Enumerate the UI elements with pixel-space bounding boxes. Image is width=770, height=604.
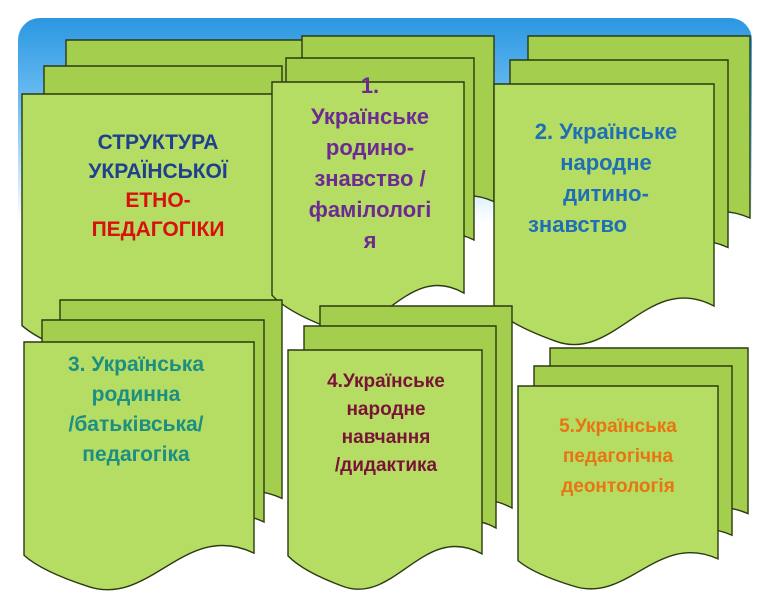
family-studies-line-5: фамілологі bbox=[308, 197, 432, 222]
structure-line-4: ПЕДАГОГІКИ bbox=[91, 218, 225, 241]
structure-line-2: УКРАЇНСЬКОЇ bbox=[88, 160, 228, 183]
structure-line-1: СТРУКТУРА bbox=[97, 131, 219, 154]
family-studies-line-2: Українське bbox=[310, 104, 429, 129]
family-pedagogy-line-2: родинна bbox=[91, 383, 181, 406]
card-deontology-label: 5.Українська педагогічна деонтологія bbox=[520, 412, 716, 502]
family-studies-line-3: родино- bbox=[325, 135, 415, 160]
card-didactics-label: 4.Українське народне навчання /дидактика bbox=[290, 368, 482, 480]
family-pedagogy-line-1: 3. Українська bbox=[68, 353, 204, 376]
card-child-studies-label: 2. Українське народне дитино- знавство bbox=[498, 116, 714, 240]
child-studies-line-3: дитино- bbox=[563, 181, 649, 206]
family-pedagogy-line-4: педагогіка bbox=[82, 443, 190, 466]
family-studies-line-4: знавство / bbox=[314, 166, 426, 191]
child-studies-line-2: народне bbox=[560, 150, 652, 175]
child-studies-line-4: знавство bbox=[528, 212, 628, 237]
didactics-line-4: /дидактика bbox=[334, 455, 438, 476]
didactics-line-3: навчання bbox=[341, 427, 431, 448]
diagram-stage bbox=[21, 35, 751, 591]
deontology-line-1: 5.Українська bbox=[559, 416, 677, 437]
family-studies-line-1: 1. bbox=[360, 73, 380, 98]
card-structure-label: СТРУКТУРА УКРАЇНСЬКОЇ ЕТНО- ПЕДАГОГІКИ bbox=[44, 128, 272, 244]
family-pedagogy-line-3: /батьківська/ bbox=[68, 413, 204, 436]
deontology-line-2: педагогічна bbox=[562, 446, 674, 467]
card-family-pedagogy-label: 3. Українська родинна /батьківська/ педа… bbox=[26, 350, 246, 470]
structure-line-3: ЕТНО- bbox=[125, 189, 191, 212]
deontology-line-3: деонтологія bbox=[561, 476, 675, 497]
card-family-studies-label: 1. Українське родино- знавство / фамілол… bbox=[276, 70, 464, 256]
didactics-line-1: 4.Українське bbox=[327, 371, 445, 392]
family-studies-line-6: я bbox=[363, 228, 377, 253]
didactics-line-2: народне bbox=[346, 399, 426, 420]
child-studies-line-1: 2. Українське bbox=[534, 119, 678, 144]
